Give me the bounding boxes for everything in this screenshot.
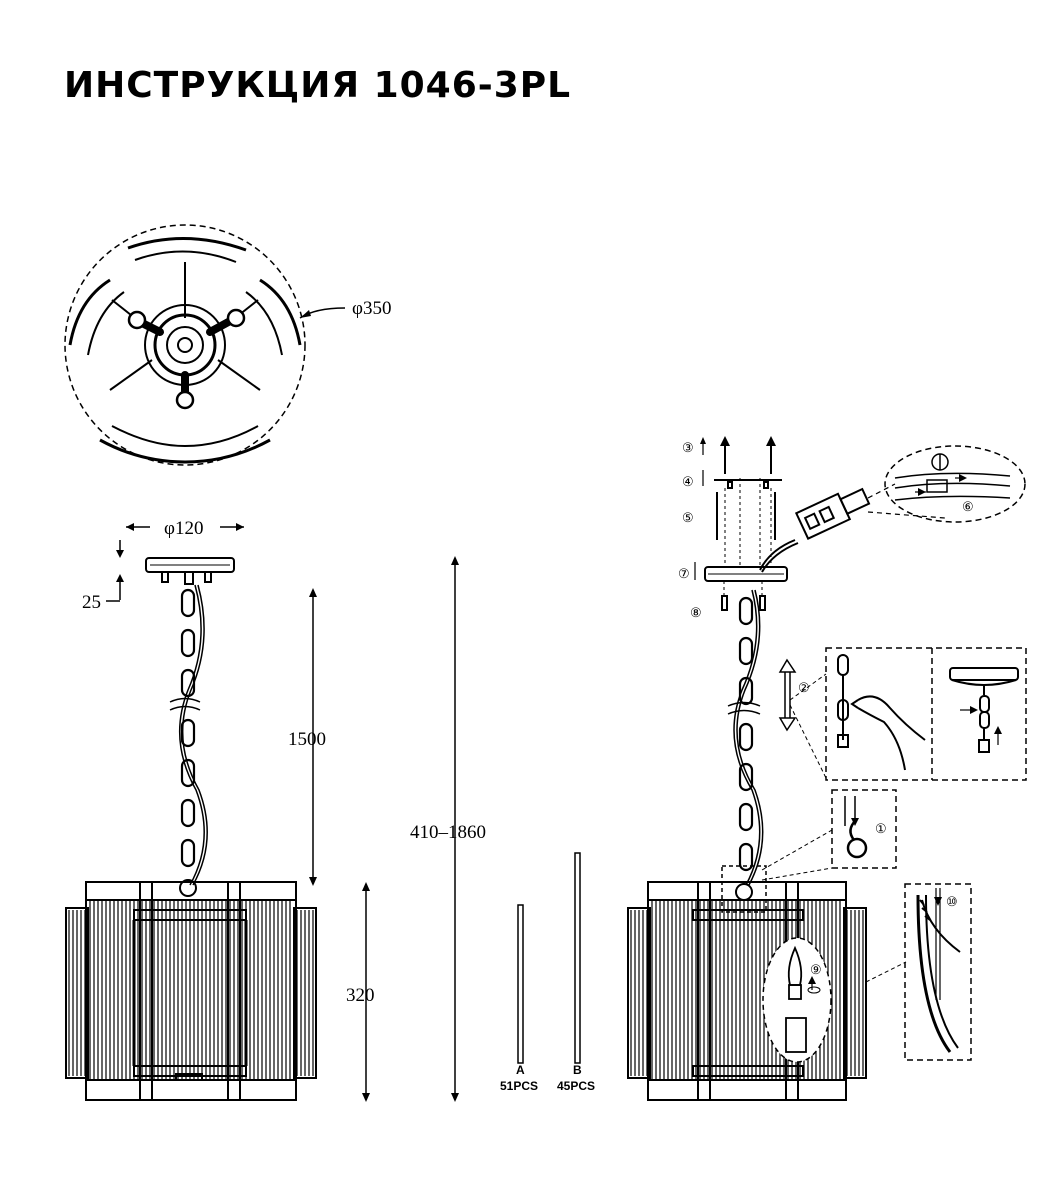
top-diameter-label: φ350 <box>352 298 391 319</box>
shade-height-label: 320 <box>346 985 375 1006</box>
step-6-label: ⑥ <box>962 499 974 514</box>
part-b-letter: B <box>573 1063 582 1077</box>
step-10-label: ⑩ <box>946 894 958 909</box>
part-b-count: 45PCS <box>557 1079 595 1093</box>
top-view <box>64 224 346 466</box>
step-8-label: ⑧ <box>690 605 702 620</box>
total-height-dimension <box>451 556 459 1102</box>
front-view <box>65 557 317 1101</box>
chain-length-label: 1500 <box>288 729 326 750</box>
step-3-label: ③ <box>682 440 694 455</box>
canopy-height-label: 25 <box>82 592 101 613</box>
total-height-label: 410–1860 <box>410 822 486 843</box>
step-2-label: ② <box>798 680 810 695</box>
part-a-count: 51PCS <box>500 1079 538 1093</box>
step-9-label: ⑨ <box>810 962 822 977</box>
part-a-letter: A <box>516 1063 525 1077</box>
step-1-label: ① <box>875 821 887 836</box>
step-5-label: ⑤ <box>682 510 694 525</box>
page-title: ИНСТРУКЦИЯ 1046-3PL <box>64 65 572 106</box>
part-b-rod <box>574 852 581 1064</box>
shade-height-dimension <box>362 882 370 1102</box>
step-7-label: ⑦ <box>678 566 690 581</box>
canopy-diameter-label: φ120 <box>164 518 203 539</box>
step-4-label: ④ <box>682 474 694 489</box>
part-a-rod <box>517 904 524 1064</box>
assembly-view <box>627 436 1027 1101</box>
canopy-width-dimension <box>126 523 244 531</box>
canopy-height-dimension <box>106 540 124 602</box>
chain-length-dimension <box>309 588 317 886</box>
